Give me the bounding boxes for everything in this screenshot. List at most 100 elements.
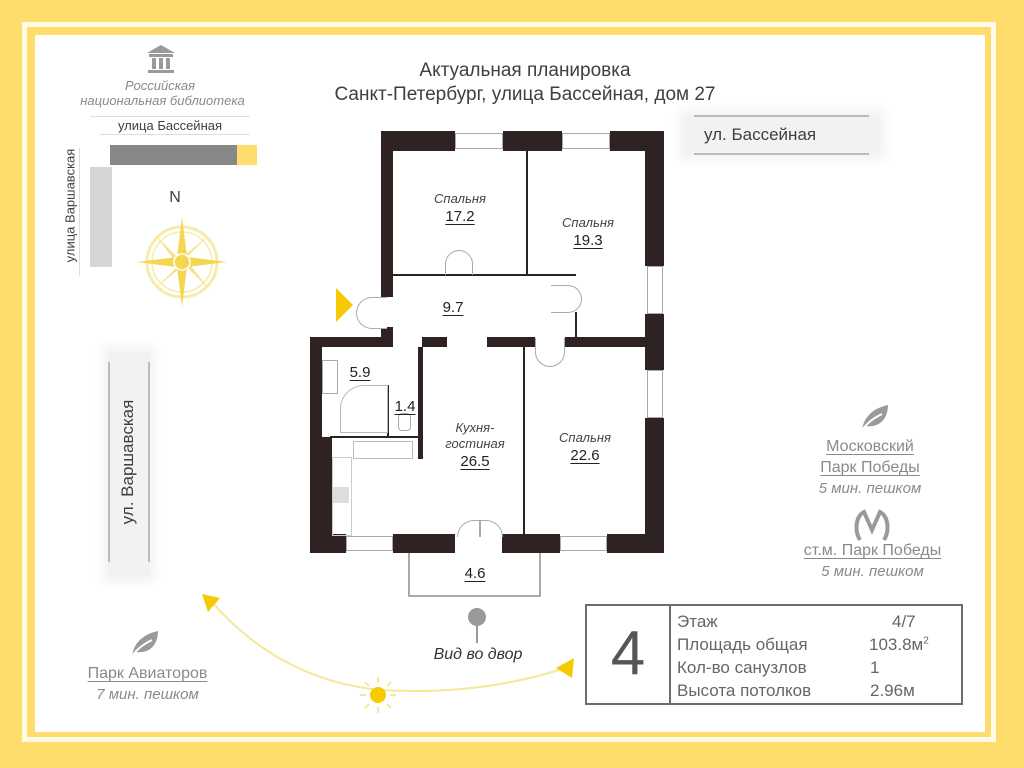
balcony-door[interactable] bbox=[479, 520, 503, 537]
nearby-park-2-walk: 7 мин. пешком bbox=[96, 686, 199, 703]
room-name: Спальня bbox=[434, 191, 486, 206]
bedroom-door[interactable] bbox=[535, 338, 565, 367]
street-plate-right: ул. Бассейная bbox=[684, 115, 879, 155]
info-label: Этаж bbox=[677, 612, 718, 631]
info-label: Высота потолков bbox=[677, 681, 812, 700]
frame-border bbox=[22, 22, 996, 742]
building-marker bbox=[237, 145, 257, 165]
wall bbox=[565, 337, 655, 347]
sink-icon bbox=[322, 360, 338, 394]
rooms-count: 4 bbox=[610, 619, 646, 688]
wall bbox=[487, 337, 535, 347]
landmark-line2: национальная библиотека bbox=[80, 93, 245, 108]
leaf-icon bbox=[858, 402, 890, 439]
info-value-text: 103.8м bbox=[869, 635, 924, 654]
bedroom-door[interactable] bbox=[551, 285, 582, 313]
mini-street-vertical bbox=[90, 167, 112, 267]
landmark-line1: Российская bbox=[124, 78, 196, 93]
partition bbox=[387, 385, 389, 437]
info-value-sup: 2 bbox=[923, 635, 929, 647]
metro-icon bbox=[852, 508, 892, 549]
rooms-count-cell: 4 bbox=[587, 606, 671, 703]
divider bbox=[148, 362, 150, 562]
partition bbox=[523, 347, 525, 534]
mini-street-top: улица Бассейная bbox=[117, 118, 223, 133]
sun-icon bbox=[358, 675, 398, 720]
info-label: Кол-во санузлов bbox=[677, 658, 807, 677]
partition bbox=[526, 274, 576, 276]
map-pin-icon bbox=[467, 607, 487, 650]
window bbox=[455, 133, 503, 149]
title-line1: Актуальная планировка bbox=[419, 60, 631, 81]
library-building-icon bbox=[143, 43, 179, 80]
room-area: 5.9 bbox=[349, 364, 371, 381]
entrance-arrow-icon bbox=[336, 288, 353, 322]
room-area: 9.7 bbox=[442, 299, 464, 316]
mini-street-bar bbox=[110, 145, 237, 165]
wall bbox=[393, 534, 455, 553]
partition bbox=[526, 151, 528, 276]
balcony bbox=[408, 553, 541, 597]
divider bbox=[79, 148, 80, 276]
nearby-park-2-line1[interactable]: Парк Авиаторов bbox=[87, 665, 208, 682]
nearby-park-1-walk: 5 мин. пешком bbox=[818, 480, 922, 497]
partition bbox=[575, 312, 577, 342]
window bbox=[562, 133, 610, 149]
divider bbox=[694, 153, 869, 155]
bedroom-door[interactable] bbox=[445, 250, 473, 275]
nearby-metro-walk: 5 мин. пешком bbox=[821, 563, 924, 580]
leaf-icon bbox=[128, 628, 160, 665]
wall bbox=[310, 337, 393, 347]
compass-north-label: N bbox=[169, 189, 181, 206]
info-value: 103.8м2 bbox=[869, 635, 929, 655]
wall bbox=[645, 418, 664, 553]
nearby-park-1-line1[interactable]: Московский bbox=[826, 438, 914, 455]
divider bbox=[694, 115, 869, 117]
window bbox=[560, 536, 607, 551]
compass-icon bbox=[135, 215, 229, 314]
wall bbox=[310, 437, 332, 553]
title-line2: Санкт-Петербург, улица Бассейная, дом 27 bbox=[334, 84, 716, 105]
room-name: Спальня bbox=[562, 215, 614, 230]
partition bbox=[330, 436, 422, 438]
info-label: Площадь общая bbox=[677, 635, 808, 654]
wall bbox=[503, 131, 562, 151]
wall bbox=[422, 337, 447, 347]
info-value: 2.96м bbox=[870, 681, 915, 700]
kitchen-counter-icon bbox=[332, 457, 352, 536]
room-area: 17.2 bbox=[445, 208, 475, 225]
divider bbox=[100, 134, 250, 135]
nearby-park-1-line2[interactable]: Парк Победы bbox=[820, 459, 920, 476]
wall bbox=[607, 534, 664, 553]
window bbox=[647, 370, 663, 418]
room-area: 4.6 bbox=[464, 565, 486, 582]
nearby-metro-line1[interactable]: ст.м. Парк Победы bbox=[803, 542, 942, 559]
stove-icon bbox=[333, 487, 349, 503]
room-area: 19.3 bbox=[573, 232, 603, 249]
window bbox=[346, 536, 393, 551]
wall bbox=[381, 131, 455, 151]
kitchen-counter-icon bbox=[353, 441, 413, 459]
room-name-line2: гостиная bbox=[445, 436, 505, 451]
partition bbox=[393, 274, 528, 276]
room-name: Кухня- bbox=[455, 420, 495, 435]
toilet-icon bbox=[398, 413, 411, 431]
room-area: 26.5 bbox=[460, 453, 490, 470]
entry-door[interactable] bbox=[356, 297, 387, 329]
street-plate-left: ул. Варшавская bbox=[108, 352, 150, 577]
wall bbox=[310, 534, 346, 553]
window bbox=[647, 266, 663, 314]
wall bbox=[381, 131, 393, 297]
divider bbox=[90, 116, 250, 117]
info-value: 4/7 bbox=[892, 612, 916, 631]
room-area: 22.6 bbox=[570, 447, 600, 464]
room-name: Спальня bbox=[559, 430, 611, 445]
room-area: 1.4 bbox=[394, 398, 416, 415]
divider bbox=[108, 362, 110, 562]
bathtub-icon bbox=[340, 385, 388, 433]
wall bbox=[502, 534, 560, 553]
balcony-door[interactable] bbox=[457, 520, 481, 537]
info-value: 1 bbox=[870, 658, 880, 677]
apartment-info-box: 4 Этаж 4/7 Площадь общая 103.8м2 Кол-во … bbox=[585, 604, 963, 705]
